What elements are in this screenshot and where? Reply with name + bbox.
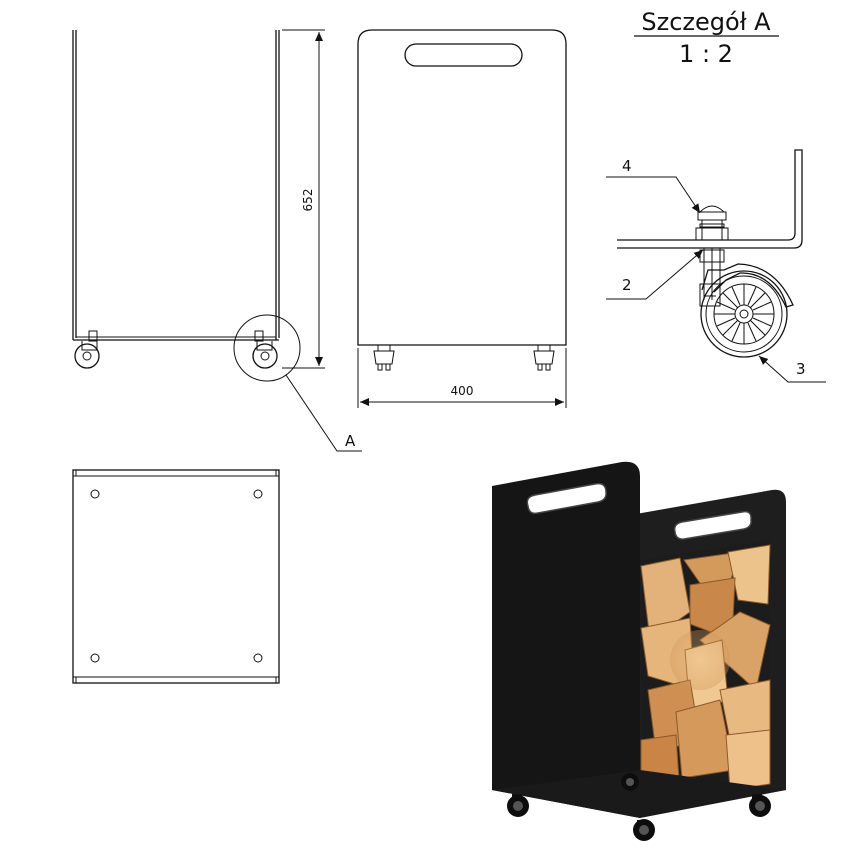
detail-scale: 1 : 2 (679, 40, 733, 68)
detail-wheel-icon (699, 263, 794, 358)
mount-hole (253, 653, 263, 663)
width-dimension-value: 400 (451, 384, 474, 398)
mount-hole (90, 489, 100, 499)
height-dimension-value: 652 (301, 189, 315, 212)
side-view: A 652 (72, 29, 362, 452)
render-caster-icon (633, 819, 655, 841)
front-caster-right-icon (533, 344, 555, 371)
firewood-logs (640, 540, 771, 808)
product-render (492, 461, 786, 841)
detail-a-circle (233, 314, 301, 382)
render-caster-icon (749, 794, 771, 817)
callout-4-leader (606, 176, 701, 214)
callout-2-label: 2 (622, 276, 632, 294)
render-caster-icon (621, 773, 639, 791)
callout-3-label: 3 (796, 360, 806, 378)
detail-a-leader (285, 374, 362, 452)
detail-a-view: Szczegół A 1 : 2 (606, 8, 826, 383)
front-view: 400 (357, 29, 567, 408)
caster-wheel-right-icon (252, 330, 278, 369)
top-view (72, 469, 280, 684)
caster-wheel-left-icon (74, 330, 100, 369)
detail-title: Szczegół A (641, 8, 771, 36)
mount-hole (253, 489, 263, 499)
render-caster-icon (507, 794, 529, 817)
front-caster-left-icon (373, 344, 395, 371)
callout-2-leader (606, 249, 704, 300)
detail-a-label: A (345, 432, 356, 450)
callout-4-label: 4 (622, 157, 632, 175)
mount-hole (90, 653, 100, 663)
handle-slot (404, 43, 523, 67)
callout-3-leader (758, 355, 826, 383)
